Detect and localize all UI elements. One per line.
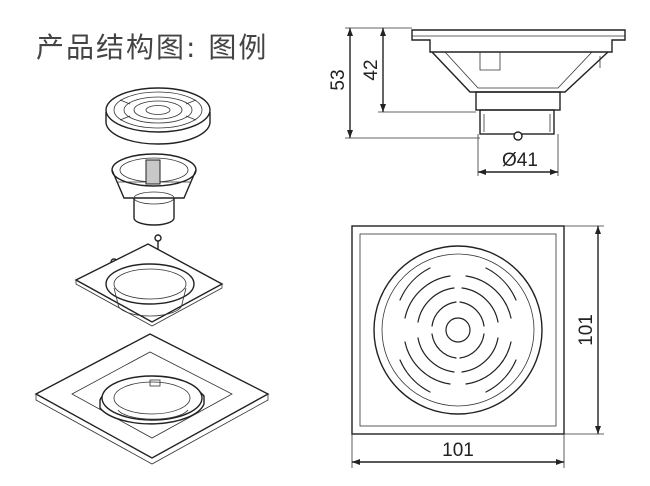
dim-depth-label: 101 [576,314,597,346]
exploded-strainer [111,153,197,226]
exploded-grate [105,87,211,145]
dim-53-label: 53 [328,69,349,90]
dimension-53: 53 [328,27,480,139]
exploded-base [34,333,270,465]
dim-diameter-label: Ø41 [502,150,538,171]
grate-slots [399,267,517,393]
exploded-plate [74,243,224,327]
dimension-diameter: Ø41 [477,134,559,176]
dimension-42: 42 [361,28,476,113]
plan-view [351,225,565,435]
dim-42-label: 42 [361,59,382,80]
diagram-title: 产品结构图: 图例 [36,31,269,64]
dim-width-label: 101 [442,440,474,461]
side-view [411,29,626,141]
dimension-width: 101 [351,434,565,468]
dimension-depth: 101 [564,225,604,435]
